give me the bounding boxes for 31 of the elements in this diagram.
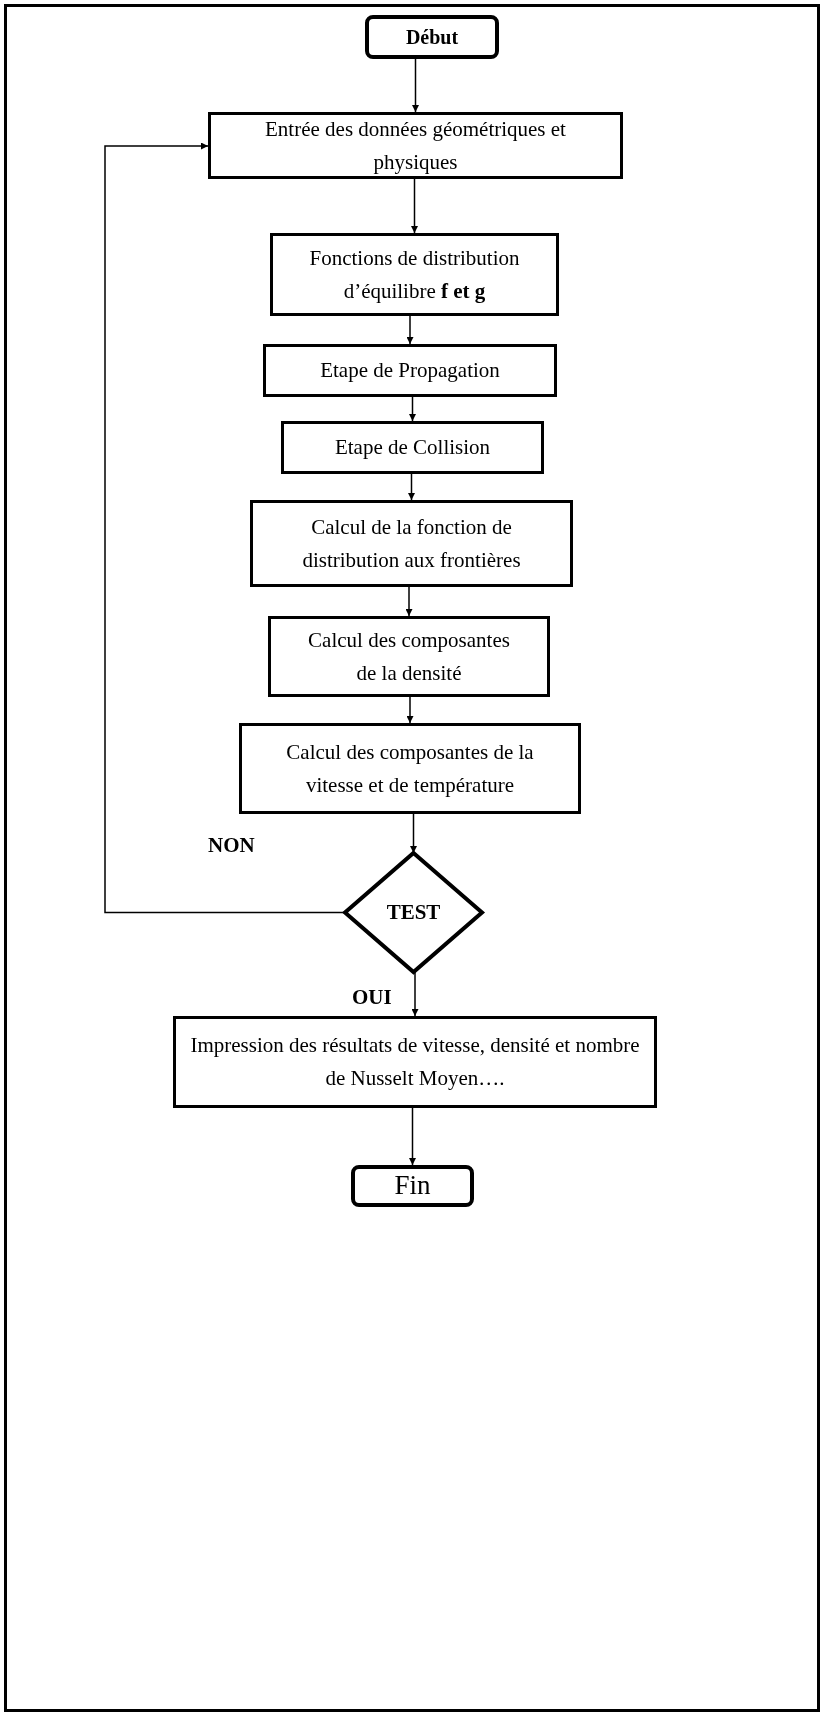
arrow: [412, 58, 419, 113]
arrow: [409, 396, 416, 422]
node-text: Etape de Collision: [334, 434, 491, 462]
process-box: [263, 344, 557, 397]
node-text: Calcul des composantes de la densité: [307, 626, 511, 687]
process-box: [268, 616, 550, 697]
arrow: [411, 971, 419, 1017]
node-text: Calcul de la fonction de distribution aux frontières: [301, 513, 522, 574]
process-box: [281, 421, 544, 474]
arrow: [411, 178, 418, 234]
node-text: Impression des résultats de vitesse, densité et nombre de Nusselt Moyen….: [189, 1032, 641, 1092]
process-box: [173, 1016, 657, 1108]
node-text: Entrée des données géométriques et physiques: [264, 115, 567, 176]
arrow: [409, 1107, 416, 1166]
process-box: [250, 500, 573, 587]
process-box: [239, 723, 581, 814]
process-box: [208, 112, 623, 179]
node-text: Calcul des composantes de la vitesse et de température: [285, 738, 535, 799]
node-text: Fin: [394, 1169, 431, 1203]
node-text: Etape de Propagation: [320, 357, 500, 385]
node-text: TEST: [386, 899, 441, 927]
terminal-box: [351, 1165, 474, 1207]
arrow: [408, 473, 415, 501]
arrow: [405, 586, 413, 617]
arrow: [406, 315, 414, 345]
process-box: [270, 233, 559, 316]
arrow: [410, 813, 417, 854]
node-text: Fonctions de distribution d’équilibre f et g: [308, 244, 521, 305]
arrow: [406, 696, 414, 724]
node-text: Début: [405, 24, 459, 50]
terminal-box: [365, 15, 499, 59]
